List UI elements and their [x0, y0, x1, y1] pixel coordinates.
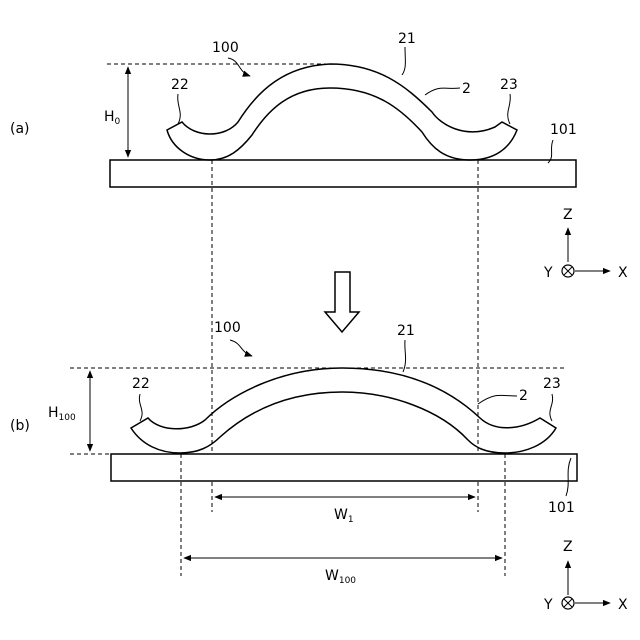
- panel-a-label: (a): [10, 121, 30, 137]
- panel-a-ref-21: 21: [398, 31, 416, 47]
- axes-upper-x-label: X: [618, 265, 628, 281]
- panel-b: (b) H100 100 21 2 22 23 101 W1 W100: [10, 320, 577, 586]
- axes-lower-z-label: Z: [563, 539, 573, 555]
- axes-lower-y-label: Y: [543, 597, 553, 613]
- panel-b-w1-label: W1: [334, 507, 354, 525]
- panel-a-base-plate: [110, 160, 576, 187]
- panel-a-curved-member: [167, 64, 517, 160]
- transition-arrow: [325, 272, 359, 332]
- panel-a-ref-23-leader: [508, 94, 511, 124]
- panel-b-label: (b): [10, 418, 30, 434]
- panel-a-ref-22: 22: [171, 77, 189, 93]
- panel-b-ref-22: 22: [132, 376, 150, 392]
- panel-a-ref-22-leader: [178, 94, 181, 124]
- panel-b-ref-23: 23: [543, 376, 561, 392]
- panel-a-ref-2-leader: [425, 88, 460, 95]
- panel-b-ref-101: 101: [548, 500, 575, 516]
- panel-a-ref-2: 2: [462, 81, 471, 97]
- axes-lower-x-label: X: [618, 597, 628, 613]
- panel-b-ref-21-leader: [403, 340, 406, 372]
- panel-b-ref-100-leader: [230, 340, 252, 356]
- panel-a: (a) H0 100 21 2 22 23 101: [10, 31, 577, 187]
- panel-b-ref-100: 100: [214, 320, 241, 336]
- axes-upper-z-label: Z: [563, 207, 573, 223]
- panel-b-ref-22-leader: [139, 394, 142, 421]
- axes-upper-y-label: Y: [543, 265, 553, 281]
- panel-b-curved-member: [131, 368, 556, 453]
- axes-upper: Z X Y: [543, 207, 628, 281]
- panel-b-ref-2: 2: [519, 388, 528, 404]
- panel-a-ref-23: 23: [500, 77, 518, 93]
- panel-b-ref-23-leader: [550, 394, 553, 421]
- panel-b-height-label: H100: [48, 405, 76, 423]
- panel-a-ref-100-leader: [228, 58, 250, 76]
- axes-lower: Z X Y: [543, 539, 628, 613]
- panel-b-ref-2-leader: [478, 395, 517, 404]
- panel-b-w100-label: W100: [325, 568, 356, 586]
- panel-a-ref-100: 100: [212, 40, 239, 56]
- panel-a-ref-21-leader: [402, 47, 405, 75]
- panel-a-ref-101: 101: [550, 122, 577, 138]
- panel-b-ref-21: 21: [397, 323, 415, 339]
- panel-a-height-label: H0: [104, 109, 121, 127]
